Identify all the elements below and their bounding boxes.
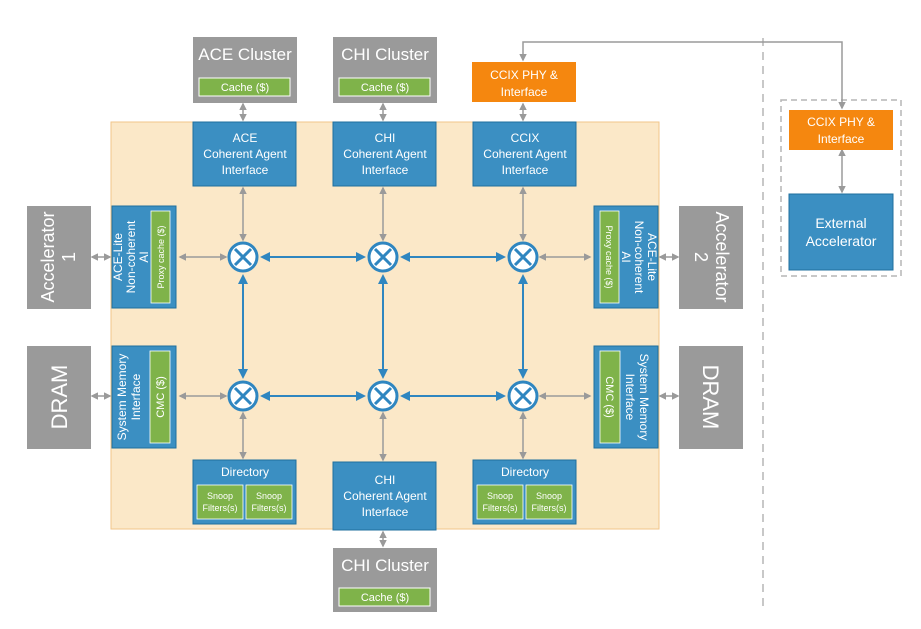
accelerator-left: Accelerator 1 — [27, 206, 91, 309]
sysmem-left-cache: CMC ($) — [155, 376, 167, 418]
external-accelerator-line2: Accelerator — [806, 233, 877, 249]
sysmem-left-line1: System Memory — [115, 354, 129, 441]
accelerator-right: Accelerator 2 — [679, 206, 743, 309]
switch-node-icon — [367, 241, 399, 273]
directory-right: Directory Snoop Filters(s) Snoop Filters… — [472, 459, 577, 525]
acelite-left: Proxy cache ($) ACE-Lite Non-coherent AI — [111, 205, 177, 309]
chi-cluster-bottom: CHI Cluster Cache ($) — [333, 548, 437, 612]
external-accelerator-line1: External — [815, 215, 866, 231]
directory-left: Directory Snoop Filters(s) Snoop Filters… — [192, 459, 297, 525]
ace-cluster-cache: Cache ($) — [221, 82, 269, 94]
chi-agent-interface-top: CHI Coherent Agent Interface — [332, 121, 437, 187]
switch-node-icon — [367, 380, 399, 412]
ccix-phy-local: CCIX PHY & Interface — [472, 62, 576, 102]
acelite-left-line1: ACE-Lite — [111, 233, 125, 281]
sysmem-right-line2: Interface — [623, 374, 637, 421]
ccix-agent-line3: Interface — [502, 163, 549, 177]
chi-agent-bottom-line1: CHI — [375, 473, 396, 487]
chi-agent-interface-bottom: CHI Coherent Agent Interface — [332, 461, 437, 531]
ccix-phy-remote-line2: Interface — [818, 132, 865, 146]
ace-cluster: ACE Cluster Cache ($) — [193, 37, 297, 103]
acelite-left-line2: Non-coherent — [124, 220, 138, 293]
directory-right-filter1-line1: Snoop — [487, 491, 513, 501]
chi-cluster-bottom-title: CHI Cluster — [341, 556, 429, 575]
accelerator-left-line2: 1 — [59, 252, 79, 262]
accelerator-right-line1: Accelerator — [712, 211, 732, 302]
directory-left-title: Directory — [221, 465, 269, 479]
directory-left-filter2-line1: Snoop — [256, 491, 282, 501]
dram-left: DRAM — [27, 346, 91, 449]
chi-agent-top-line3: Interface — [362, 163, 409, 177]
switch-node-icon — [507, 241, 539, 273]
directory-right-filter1-line2: Filters(s) — [483, 503, 518, 513]
acelite-right-cache: Proxy cache ($) — [604, 225, 614, 288]
ccix-phy-local-line1: CCIX PHY & — [490, 68, 558, 82]
ace-agent-line2: Coherent Agent — [203, 147, 287, 161]
acelite-left-line3: AI — [137, 251, 151, 262]
external-accelerator: External Accelerator — [788, 193, 894, 271]
mesh-links — [238, 252, 528, 401]
dram-right-label: DRAM — [698, 365, 723, 430]
acelite-right: Proxy cache ($) ACE-Lite Non-coherent AI — [593, 205, 659, 309]
accelerator-right-line2: 2 — [691, 252, 711, 262]
acelite-left-cache: Proxy cache ($) — [156, 225, 166, 288]
switch-node-icon — [227, 241, 259, 273]
chi-agent-bottom-line3: Interface — [362, 505, 409, 519]
directory-left-filter1-line1: Snoop — [207, 491, 233, 501]
chi-cluster-top-cache: Cache ($) — [361, 82, 409, 94]
directory-left-filter1-line2: Filters(s) — [203, 503, 238, 513]
dram-right: DRAM — [679, 346, 743, 449]
chi-cluster-bottom-cache: Cache ($) — [361, 592, 409, 604]
directory-right-filter2-line1: Snoop — [536, 491, 562, 501]
chi-cluster-top: CHI Cluster Cache ($) — [333, 37, 437, 103]
chi-cluster-top-title: CHI Cluster — [341, 45, 429, 64]
ccix-agent-line2: Coherent Agent — [483, 147, 567, 161]
sysmem-left: CMC ($) System Memory Interface — [111, 345, 177, 449]
ace-agent-line3: Interface — [222, 163, 269, 177]
sysmem-right-line1: System Memory — [637, 354, 651, 441]
switch-node-icon — [507, 380, 539, 412]
sysmem-right-cache: CMC ($) — [603, 376, 615, 418]
ace-agent-line1: ACE — [233, 131, 258, 145]
ccix-agent-interface: CCIX Coherent Agent Interface — [472, 121, 577, 187]
acelite-right-line3: AI — [619, 251, 633, 262]
directory-right-title: Directory — [501, 465, 549, 479]
dram-left-label: DRAM — [47, 365, 72, 430]
switch-node-icon — [227, 380, 259, 412]
ace-cluster-title: ACE Cluster — [198, 45, 292, 64]
directory-right-filter2-line2: Filters(s) — [532, 503, 567, 513]
ccix-agent-line1: CCIX — [511, 131, 540, 145]
acelite-right-line2: Non-coherent — [632, 221, 646, 294]
accelerator-left-line1: Accelerator — [38, 211, 58, 302]
sysmem-left-line2: Interface — [129, 373, 143, 420]
directory-left-filter2-line2: Filters(s) — [252, 503, 287, 513]
sysmem-right: CMC ($) System Memory Interface — [593, 345, 659, 449]
ccix-phy-local-line2: Interface — [501, 85, 548, 99]
connection-links — [90, 41, 846, 548]
acelite-right-line1: ACE-Lite — [645, 233, 659, 281]
crossbar-switches — [227, 241, 539, 412]
ccix-phy-remote: CCIX PHY & Interface — [789, 110, 893, 150]
ccix-phy-remote-line1: CCIX PHY & — [807, 115, 875, 129]
ace-agent-interface: ACE Coherent Agent Interface — [192, 121, 297, 187]
chi-agent-bottom-line2: Coherent Agent — [343, 489, 427, 503]
chi-agent-top-line2: Coherent Agent — [343, 147, 427, 161]
chi-agent-top-line1: CHI — [375, 131, 396, 145]
